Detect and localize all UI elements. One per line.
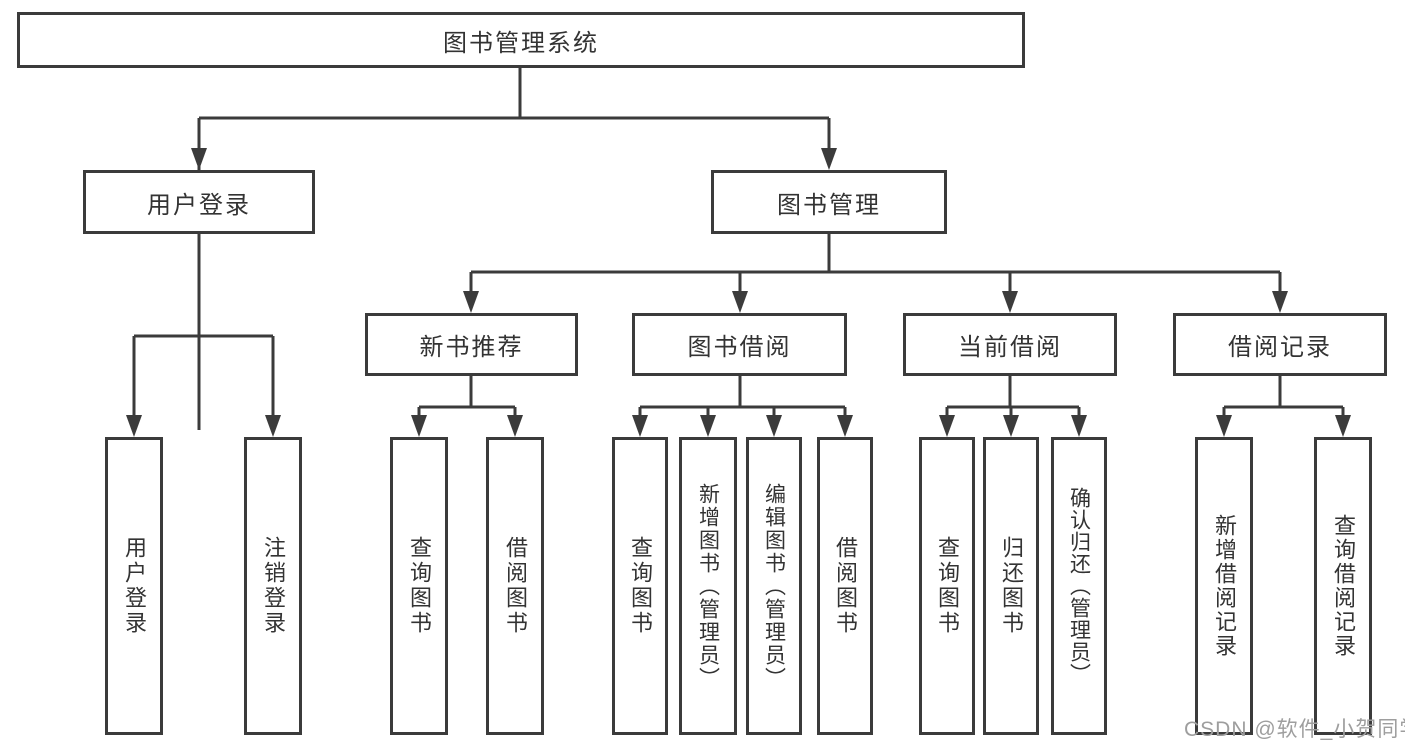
node-new-book-recommend: 新书推荐: [365, 313, 578, 376]
leaf-return-books-label: 归还图书: [999, 536, 1024, 636]
node-current-borrow: 当前借阅: [903, 313, 1117, 376]
node-user-login-label: 用户登录: [147, 191, 251, 219]
leaf-logout: 注销登录: [244, 437, 302, 735]
leaf-borrow-books-recommend-label: 借阅图书: [503, 536, 528, 636]
connector-book-borrow: [632, 376, 853, 437]
connector-user-login: [126, 234, 281, 437]
leaf-return-books: 归还图书: [983, 437, 1039, 735]
leaf-query-books-recommend-label: 查询图书: [407, 536, 432, 636]
node-root-label: 图书管理系统: [443, 29, 599, 57]
leaf-query-books-borrow-label: 查询图书: [628, 536, 653, 636]
leaf-add-borrow-record: 新增借阅记录: [1195, 437, 1253, 735]
leaf-logout-label: 注销登录: [261, 536, 286, 636]
leaf-user-login: 用户登录: [105, 437, 163, 735]
leaf-confirm-return-admin-label: 确认归还（管理员）: [1067, 487, 1091, 685]
node-user-login: 用户登录: [83, 170, 315, 234]
node-book-management: 图书管理: [711, 170, 947, 234]
leaf-borrow-books-label: 借阅图书: [833, 536, 858, 636]
leaf-add-book-admin-label: 新增图书（管理员）: [696, 482, 720, 690]
node-root: 图书管理系统: [17, 12, 1025, 68]
connector-borrow-records: [1216, 376, 1351, 437]
node-borrow-records-label: 借阅记录: [1228, 334, 1332, 361]
leaf-query-borrow-record: 查询借阅记录: [1314, 437, 1372, 735]
node-book-borrow: 图书借阅: [632, 313, 847, 376]
leaf-edit-book-admin-label: 编辑图书（管理员）: [762, 482, 786, 690]
csdn-watermark: CSDN @软件_小贺同学: [1184, 718, 1405, 741]
connector-new-book-recommend: [411, 376, 523, 437]
leaf-borrow-books: 借阅图书: [817, 437, 873, 735]
leaf-query-borrow-record-label: 查询借阅记录: [1331, 514, 1356, 658]
node-book-management-label: 图书管理: [777, 191, 881, 219]
node-new-book-recommend-label: 新书推荐: [419, 334, 524, 361]
leaf-query-books-recommend: 查询图书: [390, 437, 448, 735]
leaf-query-books-current: 查询图书: [919, 437, 975, 735]
leaf-edit-book-admin: 编辑图书（管理员）: [746, 437, 802, 735]
leaf-borrow-books-recommend: 借阅图书: [486, 437, 544, 735]
leaf-add-borrow-record-label: 新增借阅记录: [1212, 514, 1237, 658]
connector-book-management: [463, 234, 1288, 313]
leaf-confirm-return-admin: 确认归还（管理员）: [1051, 437, 1107, 735]
leaf-query-books-current-label: 查询图书: [935, 536, 960, 636]
leaf-add-book-admin: 新增图书（管理员）: [679, 437, 737, 735]
node-current-borrow-label: 当前借阅: [958, 334, 1062, 361]
node-borrow-records: 借阅记录: [1173, 313, 1387, 376]
leaf-user-login-label: 用户登录: [122, 536, 147, 636]
leaf-query-books-borrow: 查询图书: [612, 437, 668, 735]
node-book-borrow-label: 图书借阅: [687, 334, 792, 361]
connector-current-borrow: [939, 376, 1087, 437]
